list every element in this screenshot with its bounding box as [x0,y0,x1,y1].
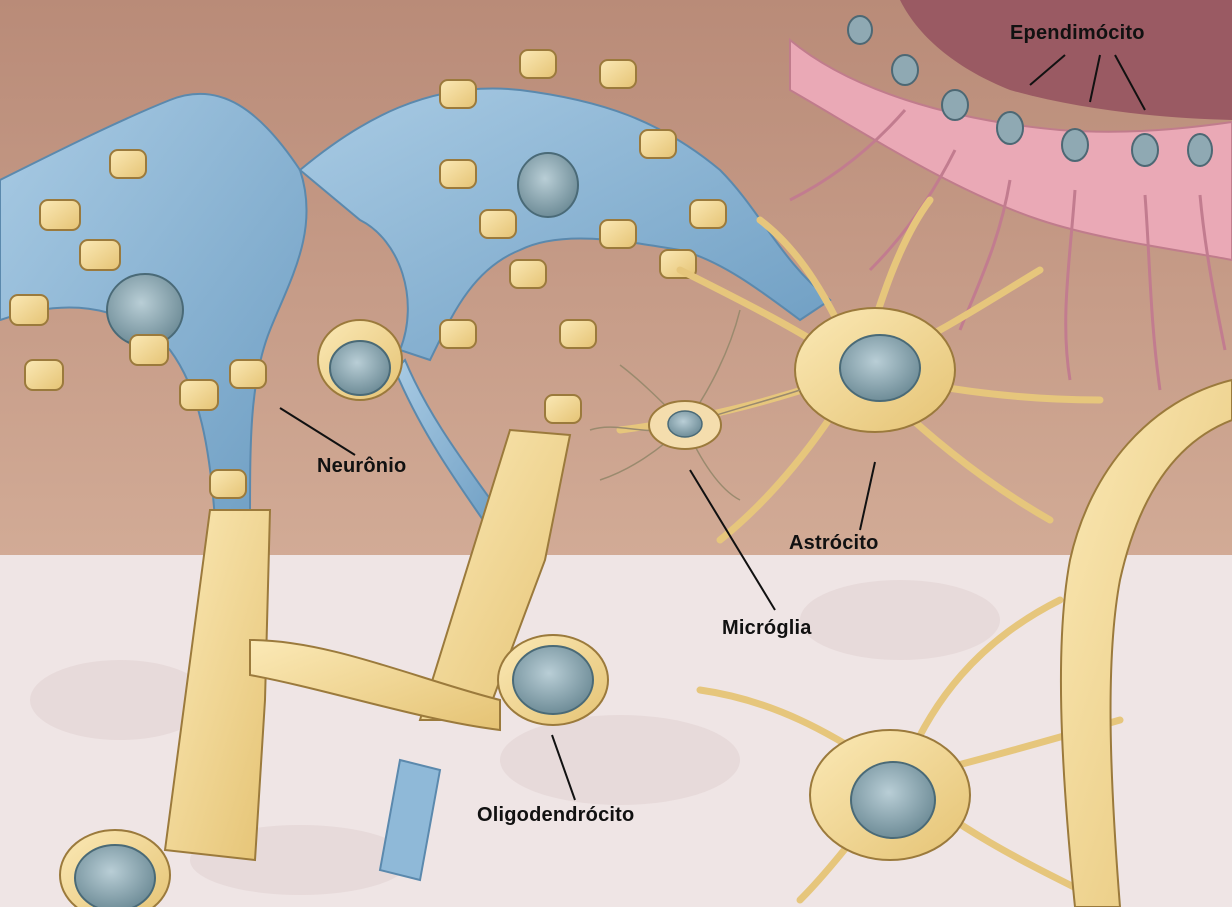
label-microglia: Micróglia [722,617,812,640]
oligodendrocyte-cell [498,635,608,725]
label-oligodendrocito: Oligodendrócito [477,804,634,827]
label-astrocito: Astrócito [789,532,879,555]
cell-body-small [318,320,402,400]
astrocyte-cell-lower [810,730,970,860]
astrocyte-cell [795,308,955,432]
label-ependimocito: Ependimócito [1010,22,1145,45]
label-neuronio: Neurônio [317,455,406,478]
